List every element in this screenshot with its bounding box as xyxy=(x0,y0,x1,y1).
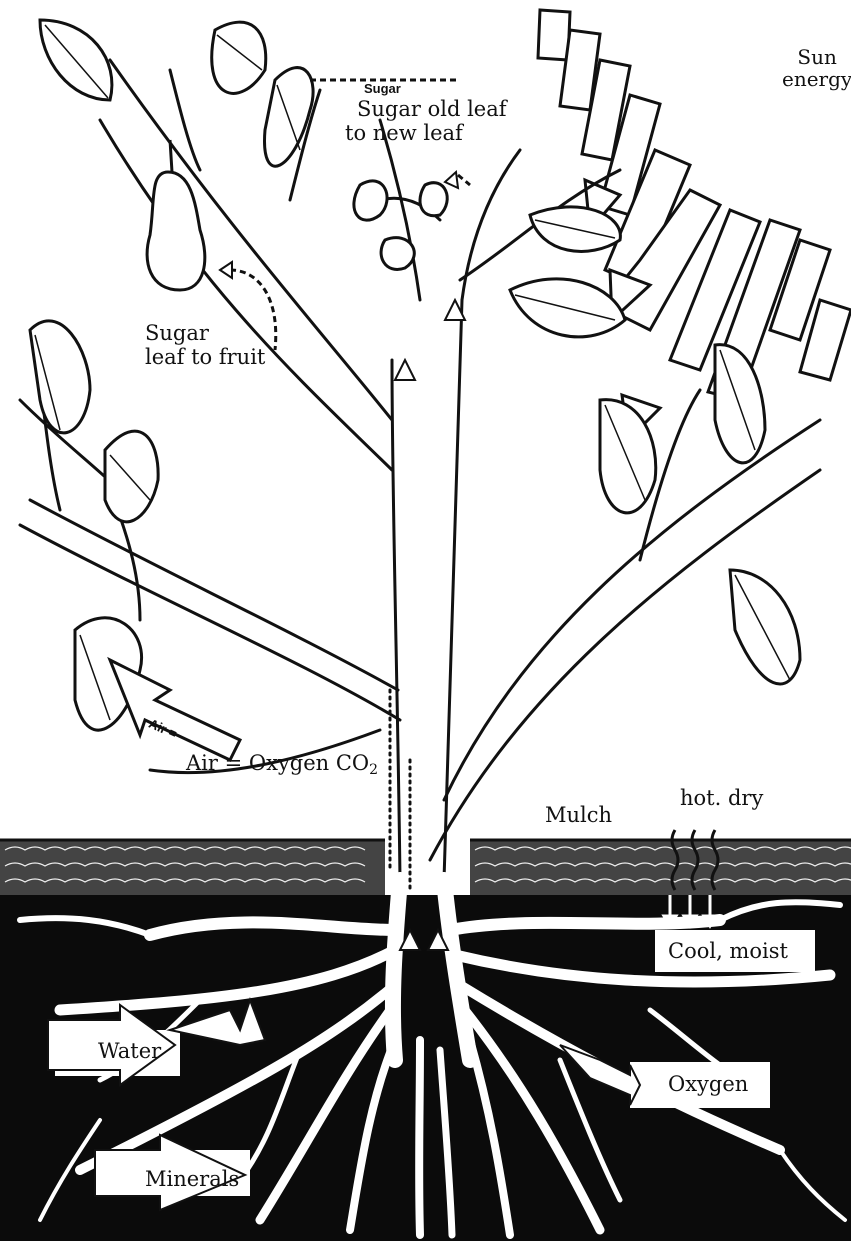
sugar-fruit-line1: Sugar xyxy=(145,322,265,346)
oxygen-label: Oxygen xyxy=(668,1073,748,1097)
air-oxygen-co2-label: Air = Oxygen CO2 xyxy=(186,752,378,779)
sugar-small-label: Sugar xyxy=(364,82,401,97)
sugar-old-line2: to new leaf xyxy=(345,122,507,146)
sugar-old-leaf-label: Sugar old leaf to new leaf xyxy=(345,98,507,145)
cool-moist-small-label: Cool, moist xyxy=(655,929,700,939)
air-main-text: Air = Oxygen CO xyxy=(186,751,369,775)
air-subscript: 2 xyxy=(369,762,378,778)
hot-dry-label: hot. dry xyxy=(680,787,763,811)
sun-energy-label: Sun energy xyxy=(782,46,851,91)
cool-moist-label: Cool, moist xyxy=(668,940,788,964)
sugar-leaf-to-fruit-label: Sugar leaf to fruit xyxy=(145,322,265,369)
water-label: Water xyxy=(98,1040,161,1064)
mulch-label: Mulch xyxy=(545,804,612,828)
sugar-old-line1: Sugar old leaf xyxy=(345,98,507,122)
sun-label-line1: Sun xyxy=(782,46,851,68)
air-arrow xyxy=(110,660,240,760)
flow-arrows xyxy=(395,300,465,950)
minerals-label: Minerals xyxy=(145,1168,239,1192)
sugar-fruit-line2: leaf to fruit xyxy=(145,346,265,370)
sun-label-line2: energy xyxy=(782,68,851,90)
